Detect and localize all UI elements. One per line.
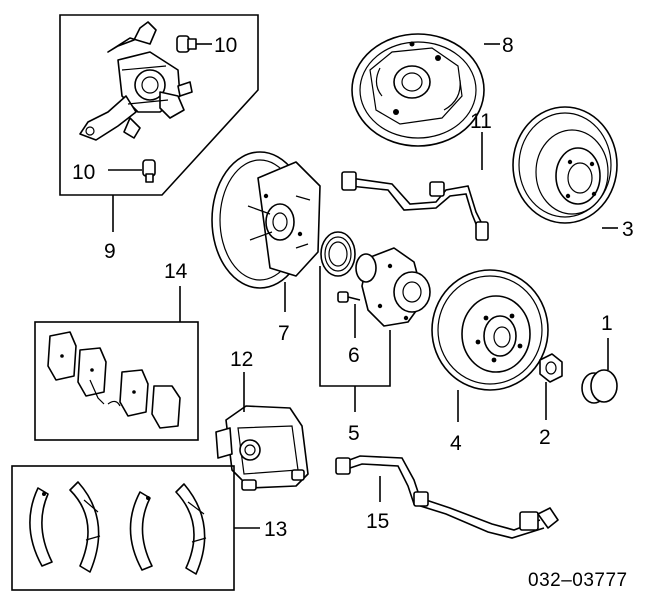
splash-shield-part xyxy=(211,151,321,312)
knuckle-part xyxy=(79,21,193,141)
brake-drum-part xyxy=(512,106,618,229)
hub-cap-part xyxy=(581,338,618,404)
callout-6: 6 xyxy=(348,344,360,367)
callout-12: 12 xyxy=(230,348,253,371)
callout-9: 9 xyxy=(104,240,116,263)
callout-10-bottom: 10 xyxy=(72,161,95,184)
callout-10-top: 10 xyxy=(214,34,237,57)
brake-hose-11-part xyxy=(341,132,489,241)
callout-14: 14 xyxy=(164,260,188,283)
bolt-10-top xyxy=(176,35,212,53)
brake-disc-part xyxy=(431,269,549,422)
diagram-code: 032–03777 xyxy=(528,570,628,591)
hub-bolt-6 xyxy=(337,291,361,338)
callout-13: 13 xyxy=(264,518,287,541)
callout-8: 8 xyxy=(502,34,514,57)
brake-pads-group-box xyxy=(34,286,199,441)
hub-part xyxy=(355,247,431,327)
callout-2: 2 xyxy=(539,426,551,449)
brake-shoes-part xyxy=(29,481,207,575)
knuckle-group-box xyxy=(59,14,259,232)
callout-7: 7 xyxy=(278,322,290,345)
callout-3: 3 xyxy=(622,218,634,241)
caliper-part xyxy=(215,372,309,491)
hub-group-box xyxy=(319,266,391,412)
callout-11: 11 xyxy=(470,110,492,133)
backing-plate-part xyxy=(351,33,500,147)
hub-nut-part xyxy=(539,353,563,420)
brake-pads-part xyxy=(47,331,181,429)
callout-5: 5 xyxy=(348,422,360,445)
callout-15: 15 xyxy=(366,510,389,533)
callout-1: 1 xyxy=(601,312,613,335)
brake-hose-15-part xyxy=(335,455,559,539)
brake-shoes-group-box xyxy=(11,465,260,591)
bearing-part xyxy=(320,231,356,277)
callout-4: 4 xyxy=(450,432,462,455)
bolt-10-bottom xyxy=(108,159,156,183)
